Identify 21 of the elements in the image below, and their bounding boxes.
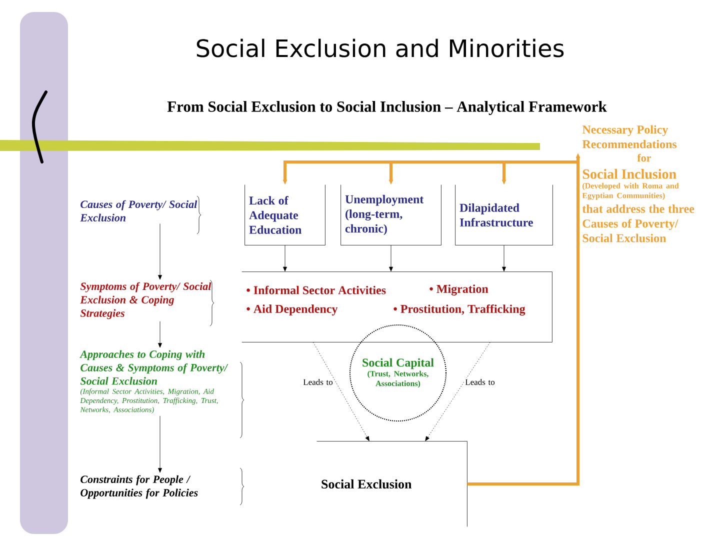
- edge-label: Leads to: [464, 378, 496, 386]
- stage-text: Constraints for People / Opportunities for Policies: [80, 475, 198, 499]
- arrow: [502, 245, 506, 272]
- cause-box: Unemployment (long-term, chronic): [340, 184, 442, 246]
- cause-box: Dilapidated Infrastructure: [455, 184, 553, 246]
- arrow: [158, 321, 162, 348]
- arrow: [425, 342, 490, 442]
- result-box: Social Exclusion: [316, 441, 468, 527]
- arrow: [283, 245, 287, 272]
- arrow: [158, 224, 162, 280]
- title: Social Exclusion and Minorities: [196, 38, 564, 58]
- subtitle: From Social Exclusion to Social Inclusion – Analytical Framework: [167, 100, 607, 116]
- cause-box: Lack of Adequate Education: [244, 184, 326, 246]
- recommendation-text: Necessary Policy Recommendations for Social Inclusion (Developed with Roma and Egyptian Communities) that address the three Causes of Poverty/ Social Exclusion: [582, 125, 694, 242]
- edge-label: Leads to: [302, 378, 334, 386]
- stage-text: Causes of Poverty/ Social Exclusion: [80, 200, 198, 222]
- arrow: [313, 342, 370, 442]
- symptom-box: • Informal Sector Activities • Migration • Aid Dependency • Prostitution, Trafficking: [242, 272, 552, 342]
- arrow: [389, 245, 393, 272]
- arrow: [158, 416, 162, 473]
- stage-text: Symptoms of Poverty/ Social Exclusion & Coping Strategies: [80, 282, 212, 320]
